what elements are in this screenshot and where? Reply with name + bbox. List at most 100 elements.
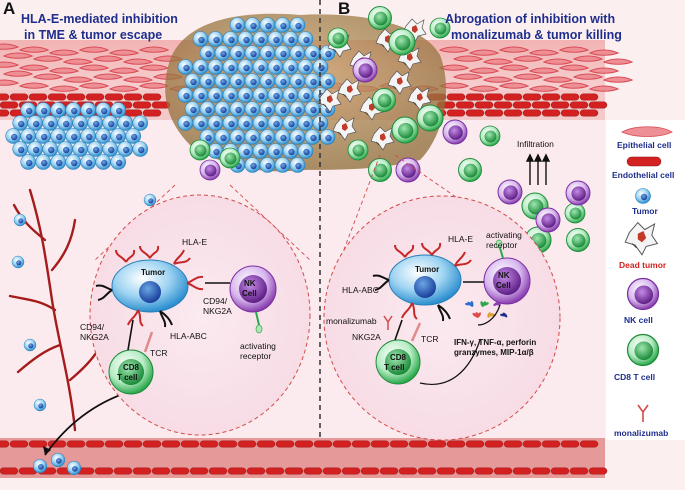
inset-b-hla-e-molecules — [394, 242, 472, 320]
legend-tumor-icon — [635, 188, 651, 204]
endothelial-cell — [541, 440, 561, 448]
epithelial-cell — [78, 64, 110, 71]
legend-monalizumab: monalizumab — [614, 428, 668, 438]
panel-b-title-2: monalizumab & tumor killing — [451, 28, 622, 42]
cytokine-granule — [495, 302, 501, 306]
epithelial-cell — [78, 46, 110, 53]
inset-b-cd8-label-2: T cell — [384, 363, 404, 372]
tumor-cell — [110, 128, 127, 144]
epithelial-cell — [572, 55, 604, 62]
tumor-cell — [57, 115, 74, 131]
tumor-cell — [297, 31, 314, 47]
inset-b-monalizumab-antibody — [383, 315, 393, 330]
zoom-line-a2 — [229, 184, 311, 261]
tumor-cell — [222, 115, 239, 131]
tumor-cell — [207, 31, 224, 47]
tumor-cell — [259, 45, 276, 61]
epithelial-cell — [92, 55, 124, 62]
inset-b-cd8-secretion-arrow — [419, 339, 481, 385]
circulating-tumor-cell — [32, 458, 48, 474]
tumor-cell — [50, 128, 67, 144]
tumor-cell — [214, 101, 231, 117]
tumor-cell — [65, 128, 82, 144]
tumor-cell — [20, 102, 37, 118]
tumor-cell — [199, 101, 216, 117]
endothelial-cell — [332, 440, 352, 448]
endothelial-cell — [550, 467, 570, 475]
endothelial-cell — [294, 440, 314, 448]
epithelial-cell — [528, 85, 560, 92]
inset-a-hla-e-label: HLA-E — [182, 237, 207, 247]
inset-b-tumor-cell — [388, 254, 462, 306]
tumor-cell — [65, 154, 82, 170]
endothelial-cell — [455, 467, 475, 475]
tumor-cell — [274, 45, 291, 61]
inset-b-secretion-arrow — [477, 304, 501, 326]
tumor-cell — [244, 17, 261, 33]
endothelial-cell — [341, 467, 361, 475]
endothelial-cell — [541, 109, 561, 117]
endothelial-cell — [522, 109, 542, 117]
tumor-cell — [222, 31, 239, 47]
tumor-cell — [304, 73, 321, 89]
inset-b-tumor-label: Tumor — [415, 265, 439, 274]
endothelial-cell — [218, 440, 238, 448]
tumor-cell — [20, 128, 37, 144]
endothelial-cell — [522, 440, 542, 448]
legend-epithelial-icon — [621, 126, 673, 137]
tumor-cell — [35, 102, 52, 118]
epithelial-cell — [542, 76, 574, 83]
endothelial-cell — [85, 93, 105, 101]
inset-b-tcr-label: TCR — [421, 334, 438, 344]
tumor-cell — [42, 115, 59, 131]
epithelial-cell — [602, 76, 634, 83]
endothelial-cell — [47, 93, 67, 101]
epithelial-cell — [498, 46, 530, 53]
tumor-cell — [229, 129, 246, 145]
endothelial-cell — [9, 440, 29, 448]
nk-cell — [199, 159, 221, 181]
tumor-cell — [229, 45, 246, 61]
endothelial-cell — [569, 101, 589, 109]
inset-a-activating-receptor — [255, 311, 260, 326]
endothelial-cell — [569, 467, 589, 475]
inset-b-nk-label-1: NK — [498, 271, 510, 280]
tumor-cell — [87, 115, 104, 131]
tumor-cell — [252, 59, 269, 75]
tumor-cell — [282, 115, 299, 131]
tumor-cell — [252, 115, 269, 131]
tumor-cell — [117, 115, 134, 131]
tumor-cell — [27, 141, 44, 157]
legend-nk: NK cell — [624, 315, 653, 325]
tumor-cell — [259, 73, 276, 89]
inset-a-cd94-right-2: NKG2A — [203, 306, 232, 316]
endothelial-cell — [484, 93, 504, 101]
tumor-cell — [297, 87, 314, 103]
endothelial-cell — [132, 467, 152, 475]
endothelial-cell — [522, 93, 542, 101]
tumor-cell — [177, 87, 194, 103]
tumor-cell — [132, 115, 149, 131]
inset-a-tcr-label: TCR — [150, 348, 167, 358]
endothelial-cell — [123, 93, 143, 101]
endothelial-cell — [9, 93, 29, 101]
endothelial-cell — [170, 467, 190, 475]
tumor-cell — [125, 128, 142, 144]
inset-a-activating-1: activating — [240, 341, 276, 351]
epithelial-cell — [588, 67, 620, 74]
endothelial-cell — [503, 93, 523, 101]
endothelial-cell — [465, 440, 485, 448]
zoom-line-b2 — [394, 154, 541, 256]
endothelial-cell — [493, 101, 513, 109]
epithelial-cell — [452, 73, 484, 80]
endothelial-cell — [180, 440, 200, 448]
tumor-cell — [184, 73, 201, 89]
tumor-cell — [117, 141, 134, 157]
infiltration-label: Infiltration — [517, 139, 554, 149]
cd8-t-cell — [367, 157, 393, 183]
tumor-cell — [289, 157, 306, 173]
tumor-cell — [214, 45, 231, 61]
panel-b-letter: B — [338, 0, 350, 18]
epithelial-cell — [48, 67, 80, 74]
inset-a-hla-e-molecules — [115, 245, 204, 327]
